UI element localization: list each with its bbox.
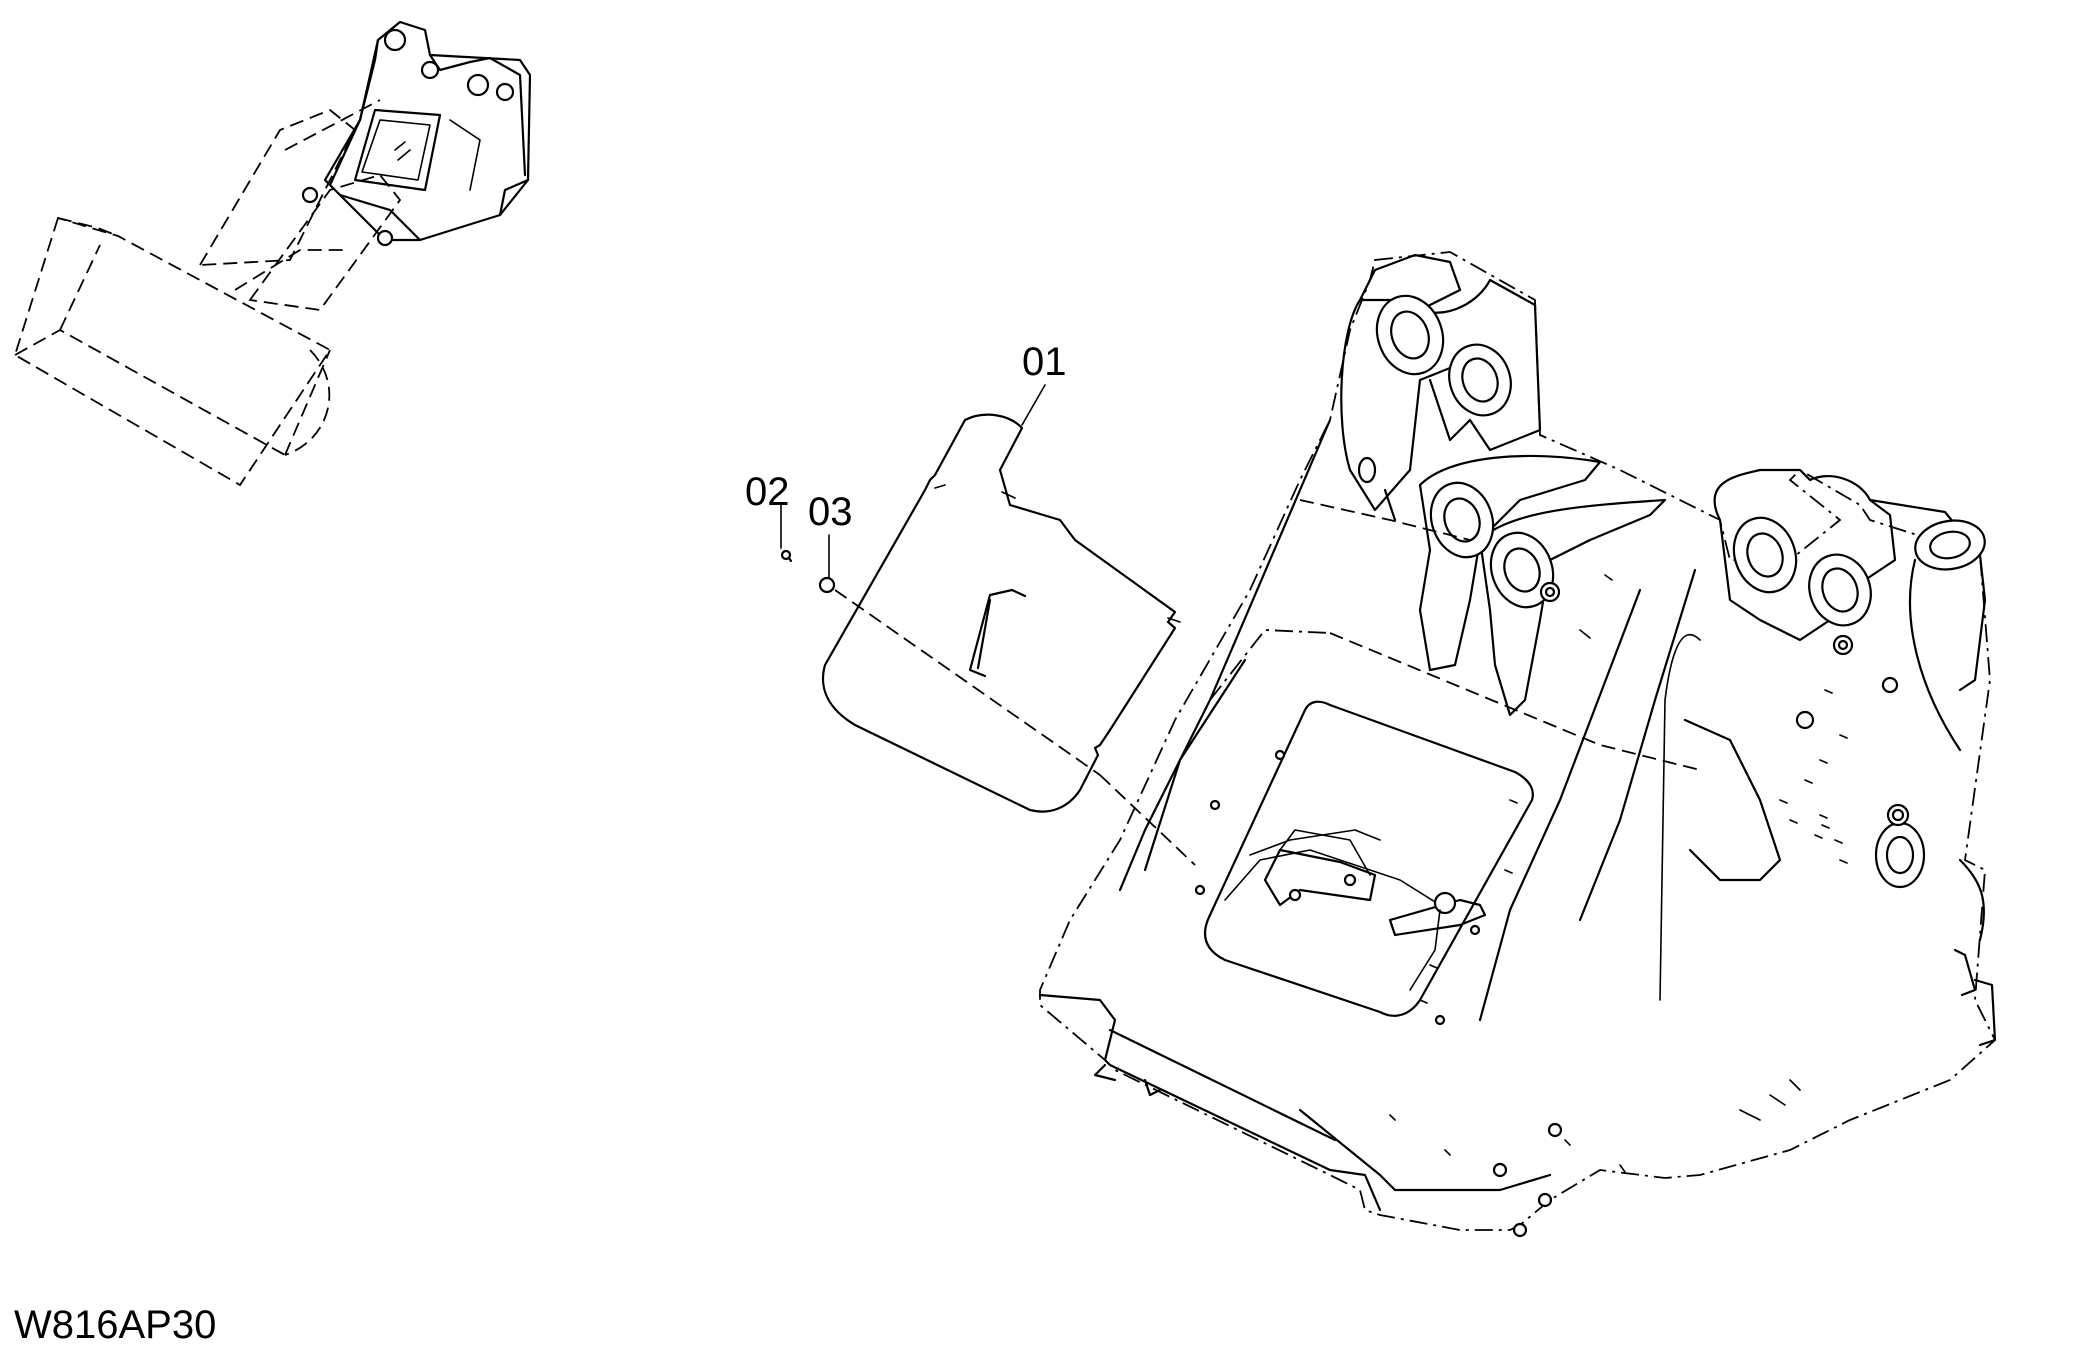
bucket-outline <box>13 216 332 487</box>
frame-detail-marks <box>1579 574 1613 639</box>
lift-arm-outline <box>198 99 402 311</box>
washer-part-03 <box>818 576 836 594</box>
cover-handle <box>968 588 1027 678</box>
bolt-part-02 <box>780 549 793 563</box>
drawing-id: W816AP30 <box>14 1303 217 1347</box>
cover-plate <box>821 413 1181 813</box>
front-frame <box>1038 251 1997 1238</box>
leader-lines <box>780 384 1196 866</box>
callout-03: 03 <box>808 490 853 534</box>
callout-labels: 01 02 03 <box>745 340 1067 534</box>
frame-thumbnail <box>301 20 532 247</box>
callout-02: 02 <box>745 470 790 514</box>
overview-thumbnail <box>13 20 532 487</box>
callout-01: 01 <box>1022 340 1067 384</box>
